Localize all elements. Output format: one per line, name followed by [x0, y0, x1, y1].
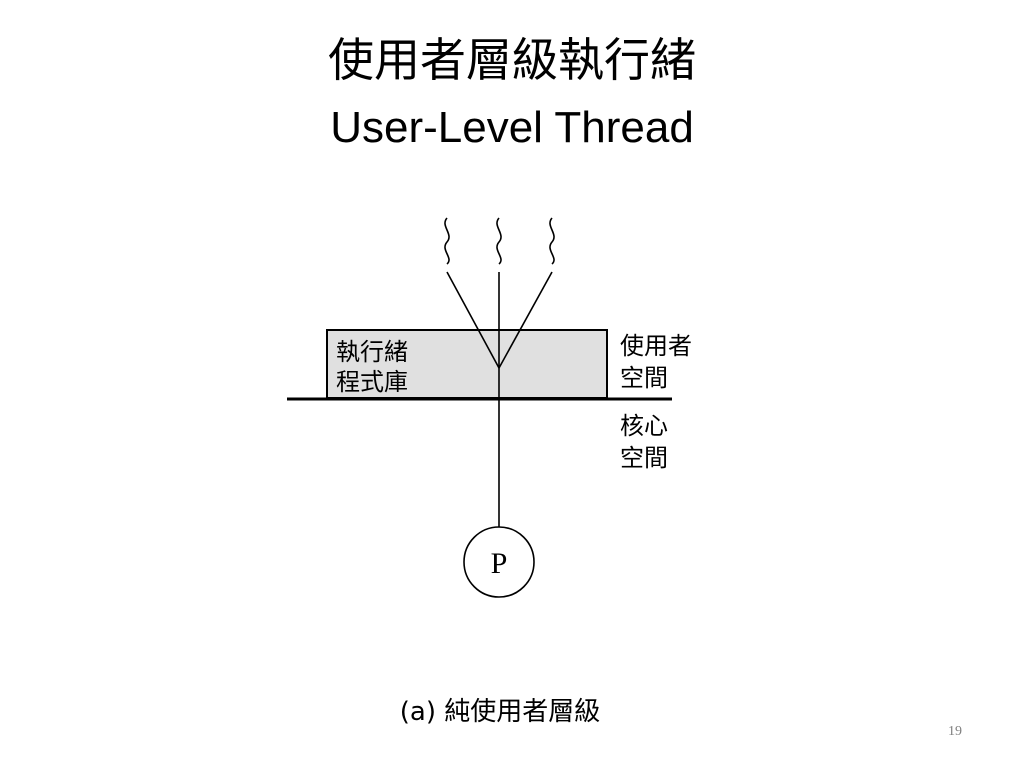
kernel-space-label-line2: 空間 [620, 444, 668, 472]
kernel-space-label-line1: 核心 [620, 412, 668, 440]
thread-squiggle-2 [496, 217, 502, 265]
user-space-label-line2: 空間 [620, 364, 668, 392]
slide-title-chinese: 使用者層級執行緒 [328, 33, 696, 87]
page-number: 19 [948, 724, 962, 739]
user-space-label-line1: 使用者 [620, 332, 692, 360]
process-circle [463, 526, 535, 598]
diagram-caption: (a) 純使用者層級 [399, 697, 601, 727]
thread-library-label-line1: 執行緒 [336, 338, 408, 366]
thread-line-3 [498, 271, 553, 369]
thread-squiggle-1 [444, 217, 450, 265]
thread-library-label-line2: 程式庫 [336, 368, 408, 396]
thread-line-1 [446, 271, 500, 369]
slide-title-english: User-Level Thread [330, 103, 694, 152]
thread-squiggle-3 [549, 217, 555, 265]
process-label: P [491, 547, 508, 580]
